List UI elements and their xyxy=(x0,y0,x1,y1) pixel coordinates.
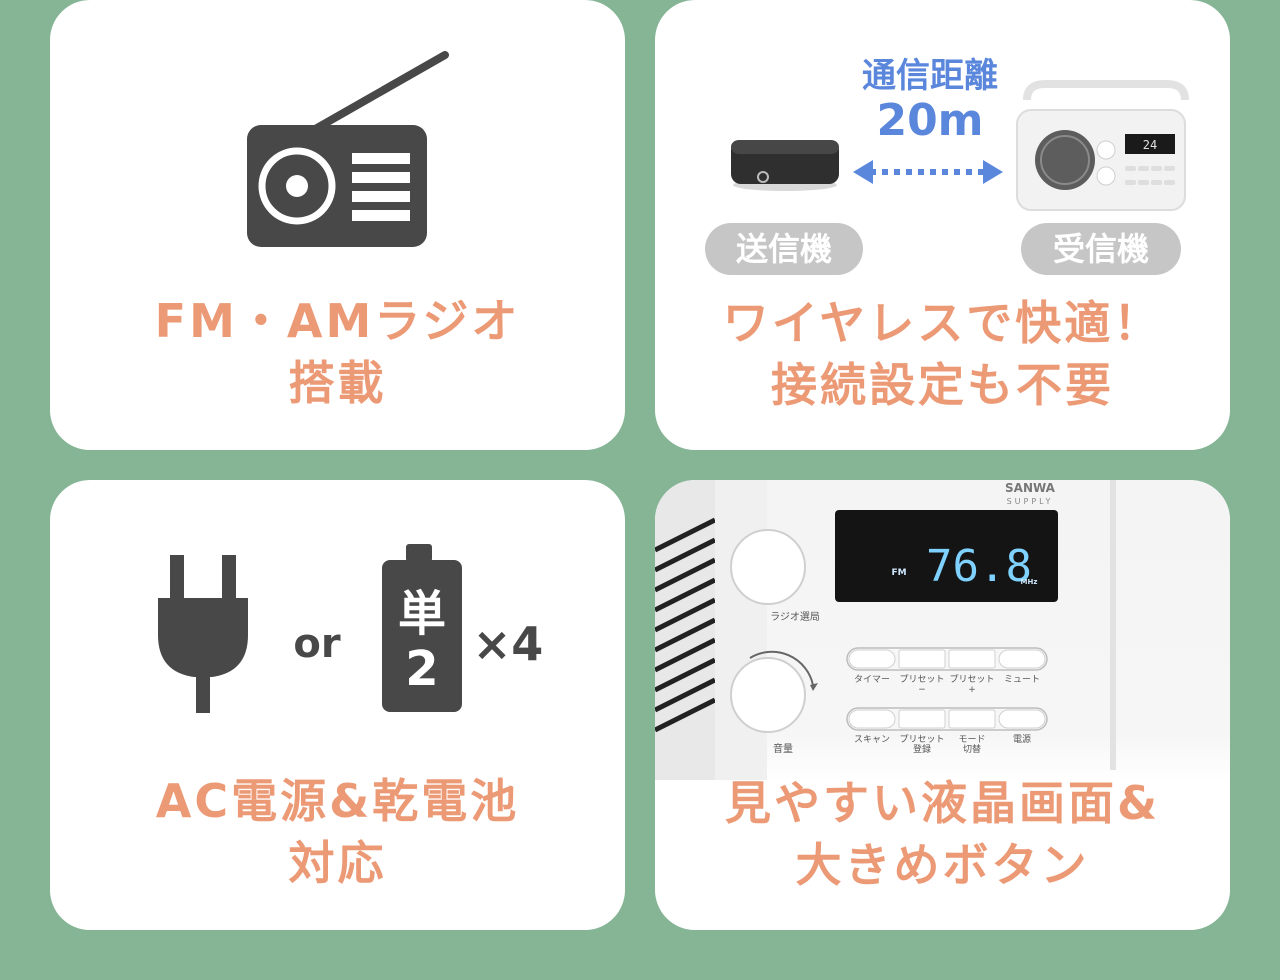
panel-button-label: − xyxy=(918,685,926,695)
power-illustration: or 単 2 ×4 xyxy=(158,544,544,713)
wireless-caption: ワイヤレスで快適！ 接続設定も不要 xyxy=(655,292,1230,416)
card-display: SANWA SUPPLY ラジオ選局 音量 FM 76.8 MHz タイマープリ… xyxy=(655,480,1230,930)
brand-line1: SANWA xyxy=(1005,481,1056,495)
radio-icon xyxy=(247,51,449,247)
distance-arrow xyxy=(853,160,1003,184)
wireless-caption-line2: 接続設定も不要 xyxy=(771,358,1114,412)
radio-caption-line2: 搭載 xyxy=(288,356,387,410)
tuning-knob[interactable] xyxy=(730,529,806,605)
distance-value: 20m xyxy=(876,95,984,146)
panel-button-label: スキャン xyxy=(854,735,890,745)
wireless-illustration: 24 xyxy=(731,80,1189,211)
lcd-band: FM xyxy=(891,568,906,578)
card-wireless: 通信距離 20m 24 xyxy=(655,0,1230,450)
lcd-display: FM 76.8 MHz xyxy=(835,510,1058,602)
button-row-2: スキャンプリセット登録 モード切替 電源 xyxy=(846,707,1048,755)
panel-button-label: 電源 xyxy=(1013,734,1031,745)
display-caption: 見やすい液晶画面& 大きめボタン xyxy=(655,772,1230,896)
receiver-device: 24 xyxy=(1016,80,1189,211)
speaker-grille xyxy=(655,480,715,780)
panel-button[interactable] xyxy=(848,649,896,669)
panel-button[interactable] xyxy=(898,709,946,729)
display-caption-line2: 大きめボタン xyxy=(795,838,1090,892)
wireless-caption-line1: ワイヤレスで快適！ xyxy=(722,296,1163,350)
battery-label-top: 単 xyxy=(398,586,446,642)
panel-button-label: 登録 xyxy=(913,743,931,755)
card-power: or 単 2 ×4 AC電源&乾電池 対応 xyxy=(50,480,625,930)
transmitter-label: 送信機 xyxy=(705,223,863,275)
button-row-1: タイマープリセット−プリセット+ミュート xyxy=(846,647,1048,695)
battery-multiplier: ×4 xyxy=(473,617,544,671)
panel-button-label: タイマー xyxy=(854,674,890,685)
panel-button-label: モード xyxy=(958,735,985,745)
panel-button-label: プリセット xyxy=(899,734,944,745)
receiver-label: 受信機 xyxy=(1021,223,1181,275)
receiver-display: 24 xyxy=(1143,138,1157,152)
panel-button[interactable] xyxy=(998,709,1046,729)
panel-button-label: 切替 xyxy=(963,743,981,755)
panel-button-label: プリセット xyxy=(899,674,944,685)
panel-button-label: + xyxy=(968,685,976,695)
power-caption-line1: AC電源&乾電池 xyxy=(155,774,520,828)
battery-icon: 単 2 xyxy=(382,544,462,712)
plug-icon xyxy=(158,555,248,713)
panel-button[interactable] xyxy=(998,649,1046,669)
panel-button-label: ミュート xyxy=(1004,675,1040,685)
or-label: or xyxy=(293,621,340,667)
transmitter-device xyxy=(731,140,839,191)
radio-caption: FM・AMラジオ 搭載 xyxy=(50,290,625,414)
panel-button[interactable] xyxy=(848,709,896,729)
panel-button[interactable] xyxy=(898,649,946,669)
power-caption-line2: 対応 xyxy=(288,836,387,890)
display-caption-line1: 見やすい液晶画面& xyxy=(724,776,1161,830)
panel-button[interactable] xyxy=(948,709,996,729)
lcd-frequency: 76.8 xyxy=(926,541,1032,592)
battery-label-bottom: 2 xyxy=(405,641,438,697)
panel-button-label: プリセット xyxy=(949,674,994,685)
panel-button[interactable] xyxy=(948,649,996,669)
button-strip xyxy=(846,647,1048,671)
button-strip xyxy=(846,707,1048,731)
radio-panel-photo: SANWA SUPPLY ラジオ選局 音量 FM 76.8 MHz タイマープリ… xyxy=(655,480,1230,780)
power-caption: AC電源&乾電池 対応 xyxy=(50,770,625,894)
card-radio: FM・AMラジオ 搭載 xyxy=(50,0,625,450)
tuning-label: ラジオ選局 xyxy=(770,610,820,623)
lcd-unit: MHz xyxy=(1021,578,1038,586)
distance-label: 通信距離 xyxy=(862,56,998,96)
volume-knob[interactable] xyxy=(730,657,806,733)
brand-line2: SUPPLY xyxy=(1007,497,1054,506)
radio-caption-line1: FM・AMラジオ xyxy=(154,294,521,348)
volume-label: 音量 xyxy=(773,742,793,755)
